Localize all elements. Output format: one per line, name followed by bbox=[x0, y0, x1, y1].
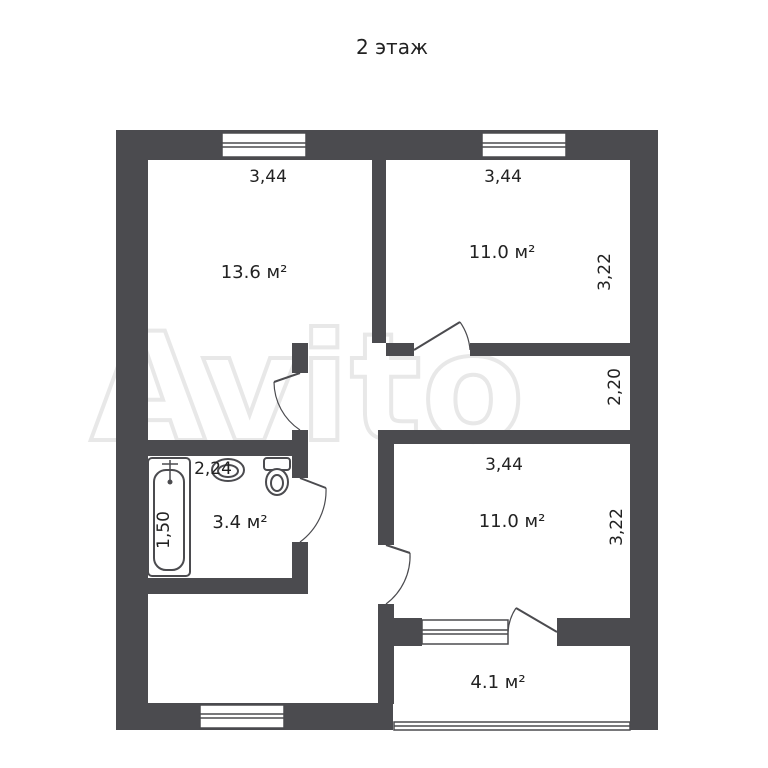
door-mid-right-room bbox=[385, 544, 411, 605]
bathroom-area: 3.4 м² bbox=[212, 512, 267, 533]
room-mid-right-depth: 3,22 bbox=[607, 508, 627, 546]
door-top-left-room bbox=[273, 372, 301, 431]
wall-left-room-right-a bbox=[292, 343, 308, 373]
wall-mid-right-left-a bbox=[378, 430, 394, 545]
wall-bath-right-b bbox=[292, 542, 308, 594]
wall-balcony-top-b bbox=[557, 618, 630, 646]
corridor-width: 2,20 bbox=[605, 368, 625, 406]
sink-icon bbox=[211, 458, 245, 482]
room-top-right-area: 11.0 м² bbox=[469, 242, 536, 263]
bathroom-depth: 1,50 bbox=[154, 511, 174, 549]
wall-top-right-bottom-a bbox=[386, 343, 414, 356]
window-top-right bbox=[481, 132, 567, 158]
window-balcony bbox=[421, 619, 509, 645]
wall-bath-right-a bbox=[292, 440, 308, 478]
window-top-left bbox=[221, 132, 307, 158]
toilet-icon bbox=[263, 457, 291, 496]
room-top-right-width: 3,44 bbox=[484, 167, 522, 187]
balcony-area: 4.1 м² bbox=[470, 672, 525, 693]
door-bathroom bbox=[299, 477, 327, 543]
outer-wall-top bbox=[116, 130, 658, 160]
wall-bath-top bbox=[148, 440, 308, 456]
outer-wall-left bbox=[116, 130, 148, 730]
door-top-right-room bbox=[413, 321, 471, 351]
window-bottom-left bbox=[199, 704, 285, 729]
wall-balcony-top-a bbox=[394, 618, 422, 646]
wall-bath-bottom bbox=[148, 578, 308, 594]
bathtub-icon bbox=[147, 457, 191, 577]
wall-between-top-rooms bbox=[372, 160, 386, 343]
room-mid-right-area: 11.0 м² bbox=[479, 511, 546, 532]
room-top-left-area: 13.6 м² bbox=[221, 262, 288, 283]
wall-top-right-bottom-b bbox=[470, 343, 630, 356]
room-top-left-width: 3,44 bbox=[249, 167, 287, 187]
bathroom-width: 2,24 bbox=[194, 459, 232, 479]
room-mid-right-width: 3,44 bbox=[485, 455, 523, 475]
floor-title: 2 этаж bbox=[356, 35, 428, 59]
door-balcony bbox=[507, 607, 558, 633]
outer-wall-right bbox=[630, 130, 658, 730]
wall-corridor-bottom bbox=[378, 430, 630, 444]
wall-mid-right-left-b bbox=[378, 604, 394, 704]
balcony-glazing bbox=[393, 721, 631, 731]
room-top-right-depth: 3,22 bbox=[595, 253, 615, 291]
